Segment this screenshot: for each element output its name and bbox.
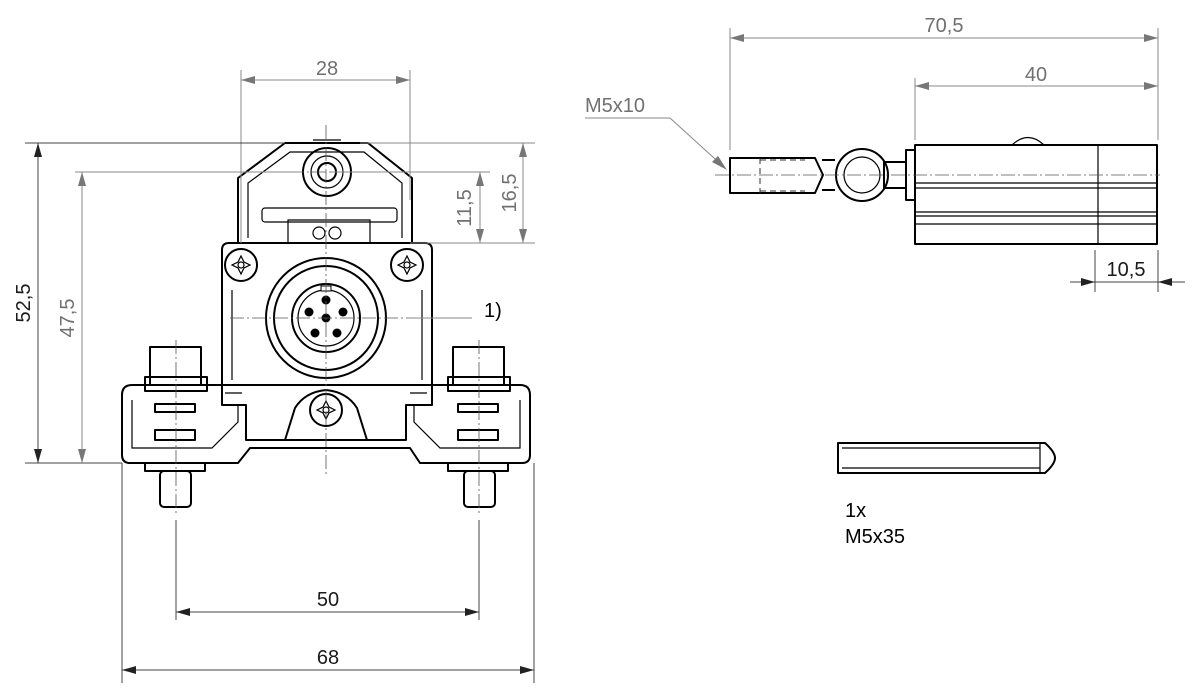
dim-68-label: 68 xyxy=(317,647,339,669)
dim-11-label: 11,5 xyxy=(454,189,476,226)
front-dimensions xyxy=(25,70,535,683)
dim-28-label: 28 xyxy=(316,58,338,80)
side-dimensions xyxy=(585,28,1185,292)
dim-50-label: 50 xyxy=(317,589,339,611)
screw-thread-label: M5x10 xyxy=(585,95,645,117)
accessory-pin xyxy=(837,442,1056,474)
dim-47-label: 47,5 xyxy=(57,299,79,338)
side-view xyxy=(715,136,1160,245)
dim-10-label: 10,5 xyxy=(1107,259,1146,281)
accessory-qty-label: 1x xyxy=(845,500,866,522)
callout-label: 1) xyxy=(484,300,502,322)
dim-52-label: 52,5 xyxy=(13,284,35,323)
dim-70-label: 70,5 xyxy=(925,15,964,37)
dim-16-label: 16,5 xyxy=(499,174,521,213)
dim-40-label: 40 xyxy=(1025,64,1047,86)
front-view xyxy=(121,125,531,515)
accessory-spec-label: M5x35 xyxy=(845,526,905,548)
